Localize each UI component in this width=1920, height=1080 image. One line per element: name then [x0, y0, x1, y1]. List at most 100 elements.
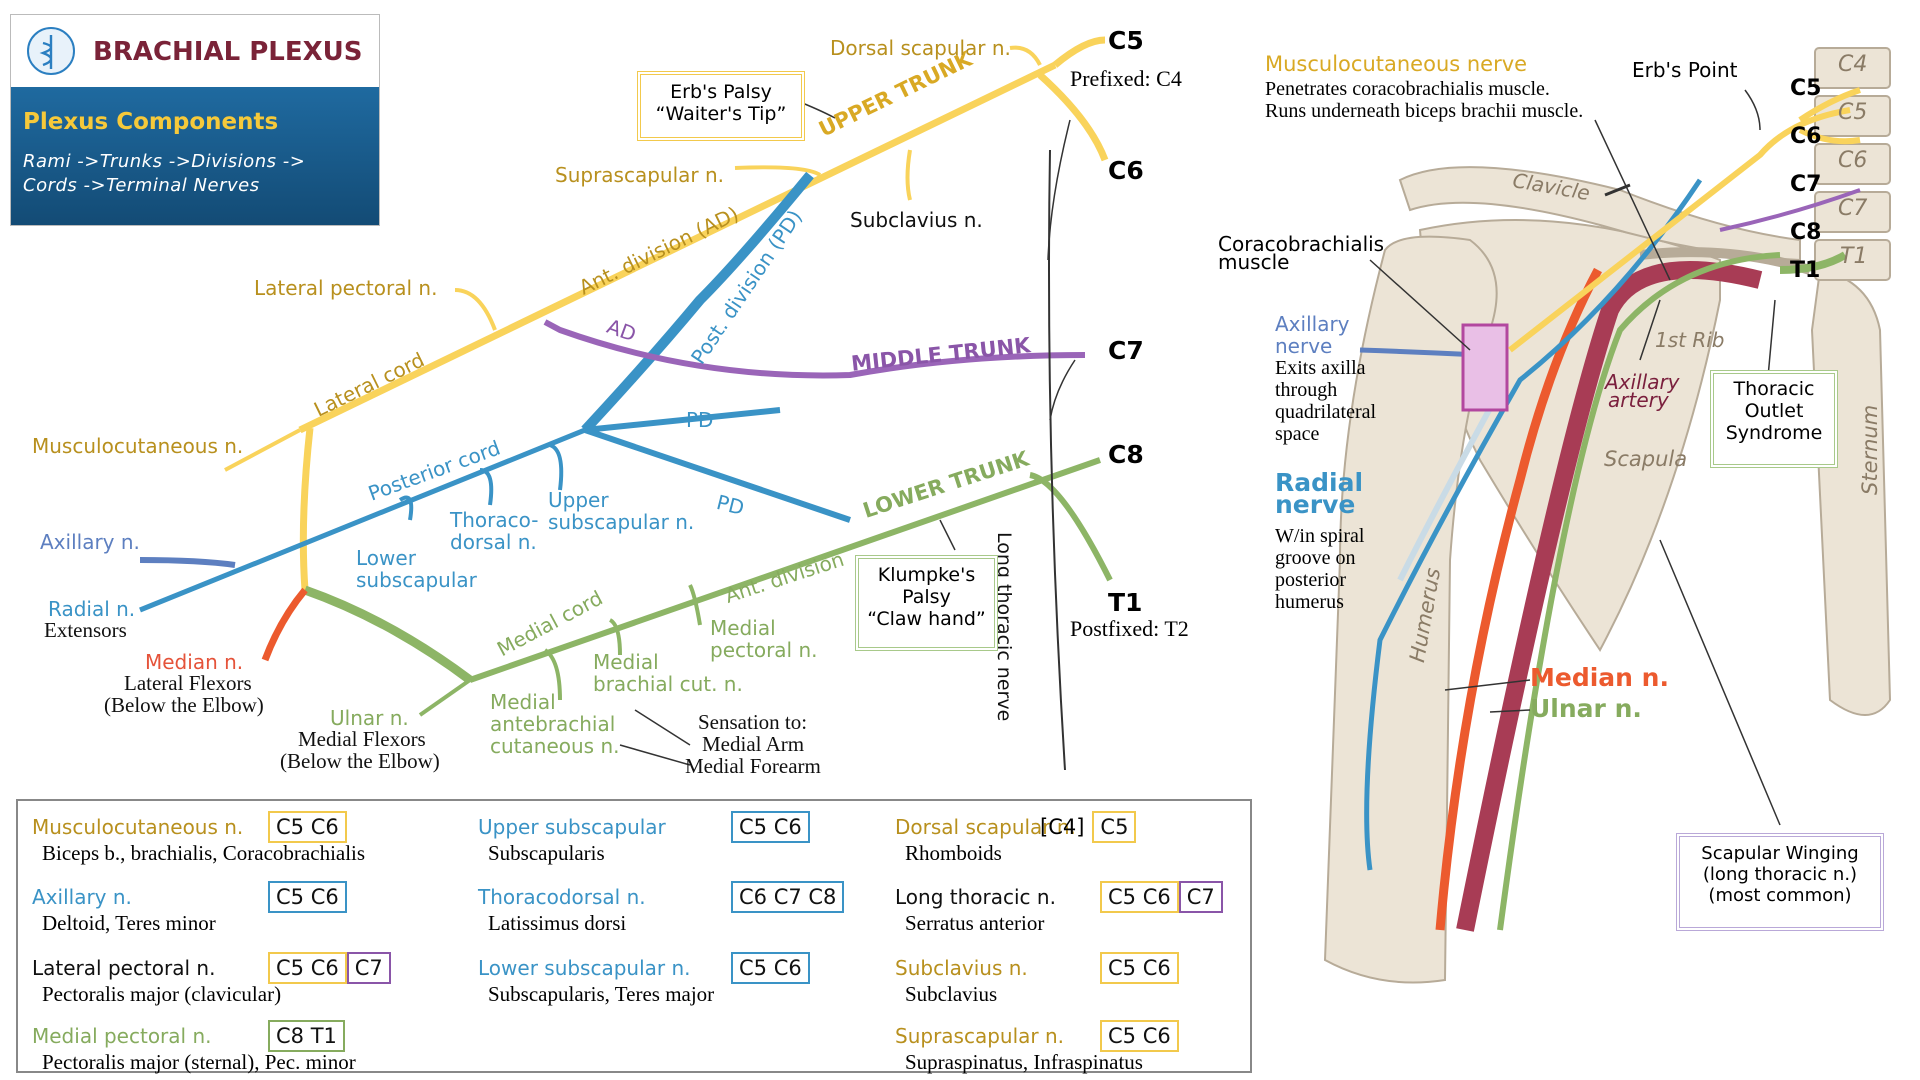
klumpke-line2: Palsy	[902, 586, 951, 608]
anat-root-t1: T1	[1790, 258, 1821, 283]
sensation-3: Medial Forearm	[685, 754, 821, 778]
radial-desc: Extensors	[44, 618, 127, 642]
table-nerve-name: Upper subscapular	[478, 815, 666, 839]
winging-callout: Scapular Winging (long thoracic n.) (mos…	[1676, 833, 1884, 931]
klumpke-line3: “Claw hand”	[867, 608, 986, 630]
table-root-box: C5 C6	[268, 811, 347, 843]
caduceus-icon	[27, 27, 75, 75]
median-label: Median n.	[145, 650, 244, 674]
sensation-1: Sensation to:	[698, 710, 808, 734]
table-nerve-roots: C6 C7 C8	[731, 881, 845, 913]
vertebra-c5: C5	[1838, 100, 1868, 125]
thoracodorsal-1: Thoraco-	[450, 508, 539, 532]
root-c6: C6	[1108, 156, 1144, 185]
table-nerve-roots: C5 C6	[731, 952, 810, 984]
thoracodorsal-2: dorsal n.	[450, 530, 537, 554]
table-nerve-name: Lower subscapular n.	[478, 956, 691, 980]
ulnar-anatomy-label: Ulnar n.	[1530, 694, 1642, 723]
axillary-nerve-2: nerve	[1275, 334, 1333, 358]
radial-desc-1: W/in spiral	[1275, 525, 1365, 547]
coraco-label-1: Coracobrachialis	[1218, 232, 1385, 256]
radial-nerve-2: nerve	[1275, 490, 1356, 519]
table-root-prefix: [C4]	[1040, 815, 1085, 839]
anat-root-c8: C8	[1790, 220, 1822, 245]
musc-title: Musculocutaneous nerve	[1265, 52, 1528, 76]
root-c5: C5	[1108, 26, 1144, 55]
klumpke-line1: Klumpke's	[877, 564, 976, 586]
lateral-pectoral-label: Lateral pectoral n.	[254, 276, 438, 300]
prefixed-label: Prefixed: C4	[1070, 66, 1182, 91]
winging-line1: Scapular Winging	[1701, 843, 1859, 864]
sensation-2: Medial Arm	[702, 732, 805, 756]
tos-line3: Syndrome	[1725, 422, 1823, 444]
erbs-point-label: Erb's Point	[1632, 58, 1738, 82]
tos-line2: Outlet	[1744, 400, 1804, 422]
musc-desc-2: Runs underneath biceps brachii muscle.	[1265, 100, 1584, 122]
musculocutaneous-label: Musculocutaneous n.	[32, 434, 244, 458]
ulnar-desc-2: (Below the Elbow)	[280, 749, 440, 773]
table-nerve-name: Long thoracic n.	[895, 885, 1056, 909]
medial-pectoral-1: Medial	[710, 616, 776, 640]
table-nerve-name: Dorsal scapular n.	[895, 815, 1076, 839]
table-root-box: C8 T1	[268, 1020, 345, 1052]
anat-root-c5: C5	[1790, 76, 1822, 101]
medial-antebrachial-3: cutaneous n.	[490, 734, 620, 758]
table-nerve-desc: Rhomboids	[905, 841, 1002, 865]
vertebra-c7: C7	[1838, 196, 1868, 221]
table-root-box: C5 C6	[1100, 952, 1179, 984]
winging-line2: (long thoracic n.)	[1702, 864, 1858, 885]
upper-subscapular-1: Upper	[548, 488, 609, 512]
table-nerve-roots: C5 C6	[1100, 1020, 1179, 1052]
median-desc-1: Lateral Flexors	[124, 671, 252, 695]
median-desc-2: (Below the Elbow)	[104, 693, 264, 717]
ulnar-label: Ulnar n.	[330, 706, 409, 730]
erbs-palsy-line2: “Waiter's Tip”	[655, 103, 787, 125]
axillary-desc-4: space	[1275, 423, 1320, 445]
coraco-label-2: muscle	[1218, 250, 1290, 274]
components-bar: Plexus Components Rami ->Trunks ->Divisi…	[11, 87, 379, 225]
suprascapular-label: Suprascapular n.	[555, 163, 725, 187]
table-nerve-desc: Pectoralis major (clavicular)	[42, 982, 282, 1006]
table-nerve-name: Subclavius n.	[895, 956, 1028, 980]
vertebra-c4: C4	[1838, 52, 1868, 77]
table-nerve-roots: C5 C6	[268, 881, 347, 913]
tos-line1: Thoracic	[1733, 378, 1815, 400]
lower-subscapular-1: Lower	[356, 546, 416, 570]
tos-callout: Thoracic Outlet Syndrome	[1710, 370, 1838, 468]
table-root-box: C7	[1178, 881, 1223, 913]
lower-subscapular-2: subscapular	[356, 568, 477, 592]
table-root-box: C5 C6	[268, 952, 347, 984]
table-nerve-roots: C8 T1	[268, 1020, 345, 1052]
table-nerve-desc: Serratus anterior	[905, 911, 1045, 935]
components-line-2: Cords ->Terminal Nerves	[23, 175, 260, 196]
medial-brachial-2: brachial cut. n.	[593, 672, 743, 696]
table-nerve-name: Axillary n.	[32, 885, 132, 909]
musc-desc-1: Penetrates coracobrachialis muscle.	[1265, 78, 1550, 100]
first-rib-label: 1st Rib	[1655, 328, 1725, 352]
medial-antebrachial-2: antebrachial	[490, 712, 616, 736]
winging-line3: (most common)	[1708, 885, 1852, 906]
medial-brachial-1: Medial	[593, 650, 659, 674]
radial-desc-3: posterior	[1275, 569, 1347, 591]
root-c7: C7	[1108, 336, 1144, 365]
axillary-desc-3: quadrilateral	[1275, 401, 1377, 423]
ulnar-desc-1: Medial Flexors	[298, 727, 426, 751]
sternum-label: Sternum	[1858, 404, 1882, 495]
anat-root-c6: C6	[1790, 124, 1822, 149]
subclavius-label: Subclavius n.	[850, 208, 983, 232]
medial-antebrachial-1: Medial	[490, 690, 556, 714]
table-root-box: C5 C6	[731, 811, 810, 843]
root-t1: T1	[1108, 588, 1143, 617]
table-nerve-desc: Subscapularis	[488, 841, 605, 865]
radial-desc-2: groove on	[1275, 547, 1356, 569]
table-nerve-roots: C5 C6	[731, 811, 810, 843]
page-title: BRACHIAL PLEXUS	[93, 37, 363, 67]
table-nerve-name: Suprascapular n.	[895, 1024, 1065, 1048]
table-nerve-desc: Subclavius	[905, 982, 998, 1006]
table-root-box: C5 C6	[268, 881, 347, 913]
